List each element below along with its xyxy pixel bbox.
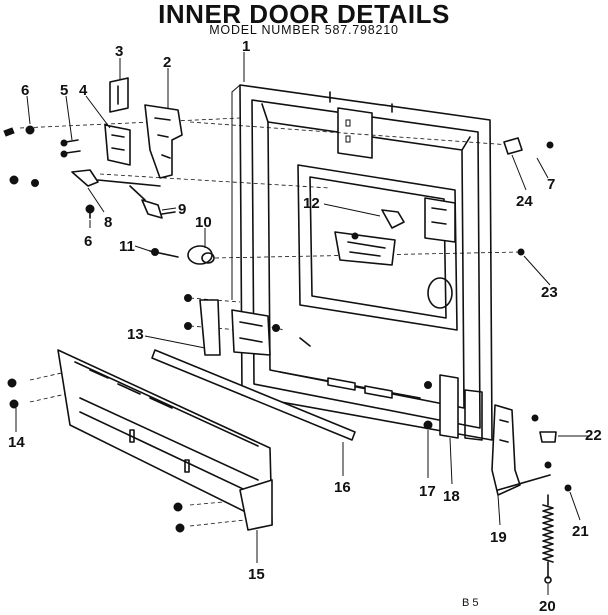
callout-7: 7 xyxy=(547,176,555,193)
part-20-spring xyxy=(542,494,554,584)
callout-8: 8 xyxy=(104,214,112,231)
callout-15: 15 xyxy=(248,566,265,583)
callout-4: 4 xyxy=(79,82,88,99)
part-8-latch-arm xyxy=(71,169,161,187)
part-18-strike xyxy=(423,374,483,441)
callout-3: 3 xyxy=(115,43,123,60)
part-12-latch xyxy=(334,197,456,266)
callout-6-bottom: 6 xyxy=(84,233,92,250)
part-16-strip xyxy=(151,349,356,441)
model-number: MODEL NUMBER 587.798210 xyxy=(209,23,399,37)
callout-21: 21 xyxy=(572,523,589,540)
callout-12: 12 xyxy=(303,195,320,212)
callout-14: 14 xyxy=(8,434,25,451)
callout-16: 16 xyxy=(334,479,351,496)
callout-1: 1 xyxy=(242,38,250,55)
part-2-hinge xyxy=(144,104,183,179)
callout-10: 10 xyxy=(195,214,212,231)
callout-5: 5 xyxy=(60,82,68,99)
callout-9: 9 xyxy=(178,201,186,218)
callout-18: 18 xyxy=(443,488,460,505)
part-10-clamp xyxy=(187,245,215,265)
part-15-lower-panel xyxy=(57,349,273,531)
part-19-hinge-arm xyxy=(491,404,551,496)
callout-6-top: 6 xyxy=(21,82,29,99)
part-11-screw xyxy=(149,248,179,258)
page-code: B 5 xyxy=(462,597,479,609)
callout-11: 11 xyxy=(119,238,135,255)
screws-left xyxy=(3,125,95,219)
part-4-plate xyxy=(104,124,131,166)
screws-bottom xyxy=(7,378,185,533)
hardware-right xyxy=(503,137,572,492)
callout-23: 23 xyxy=(541,284,558,301)
callout-labels: 1 2 3 4 5 6 6 7 8 9 10 11 12 13 14 15 16… xyxy=(8,38,602,615)
callout-24: 24 xyxy=(516,193,533,210)
callout-20: 20 xyxy=(539,598,556,615)
callout-22: 22 xyxy=(585,427,602,444)
diagram-title: INNER DOOR DETAILS xyxy=(158,0,450,29)
callout-19: 19 xyxy=(490,529,507,546)
callout-2: 2 xyxy=(163,54,171,71)
part-13-bracket xyxy=(184,294,280,356)
callout-13: 13 xyxy=(127,326,144,343)
callout-17: 17 xyxy=(419,483,436,500)
part-9-clip xyxy=(129,185,176,219)
part-3-bracket xyxy=(109,77,129,113)
callout-leaders xyxy=(15,52,590,595)
